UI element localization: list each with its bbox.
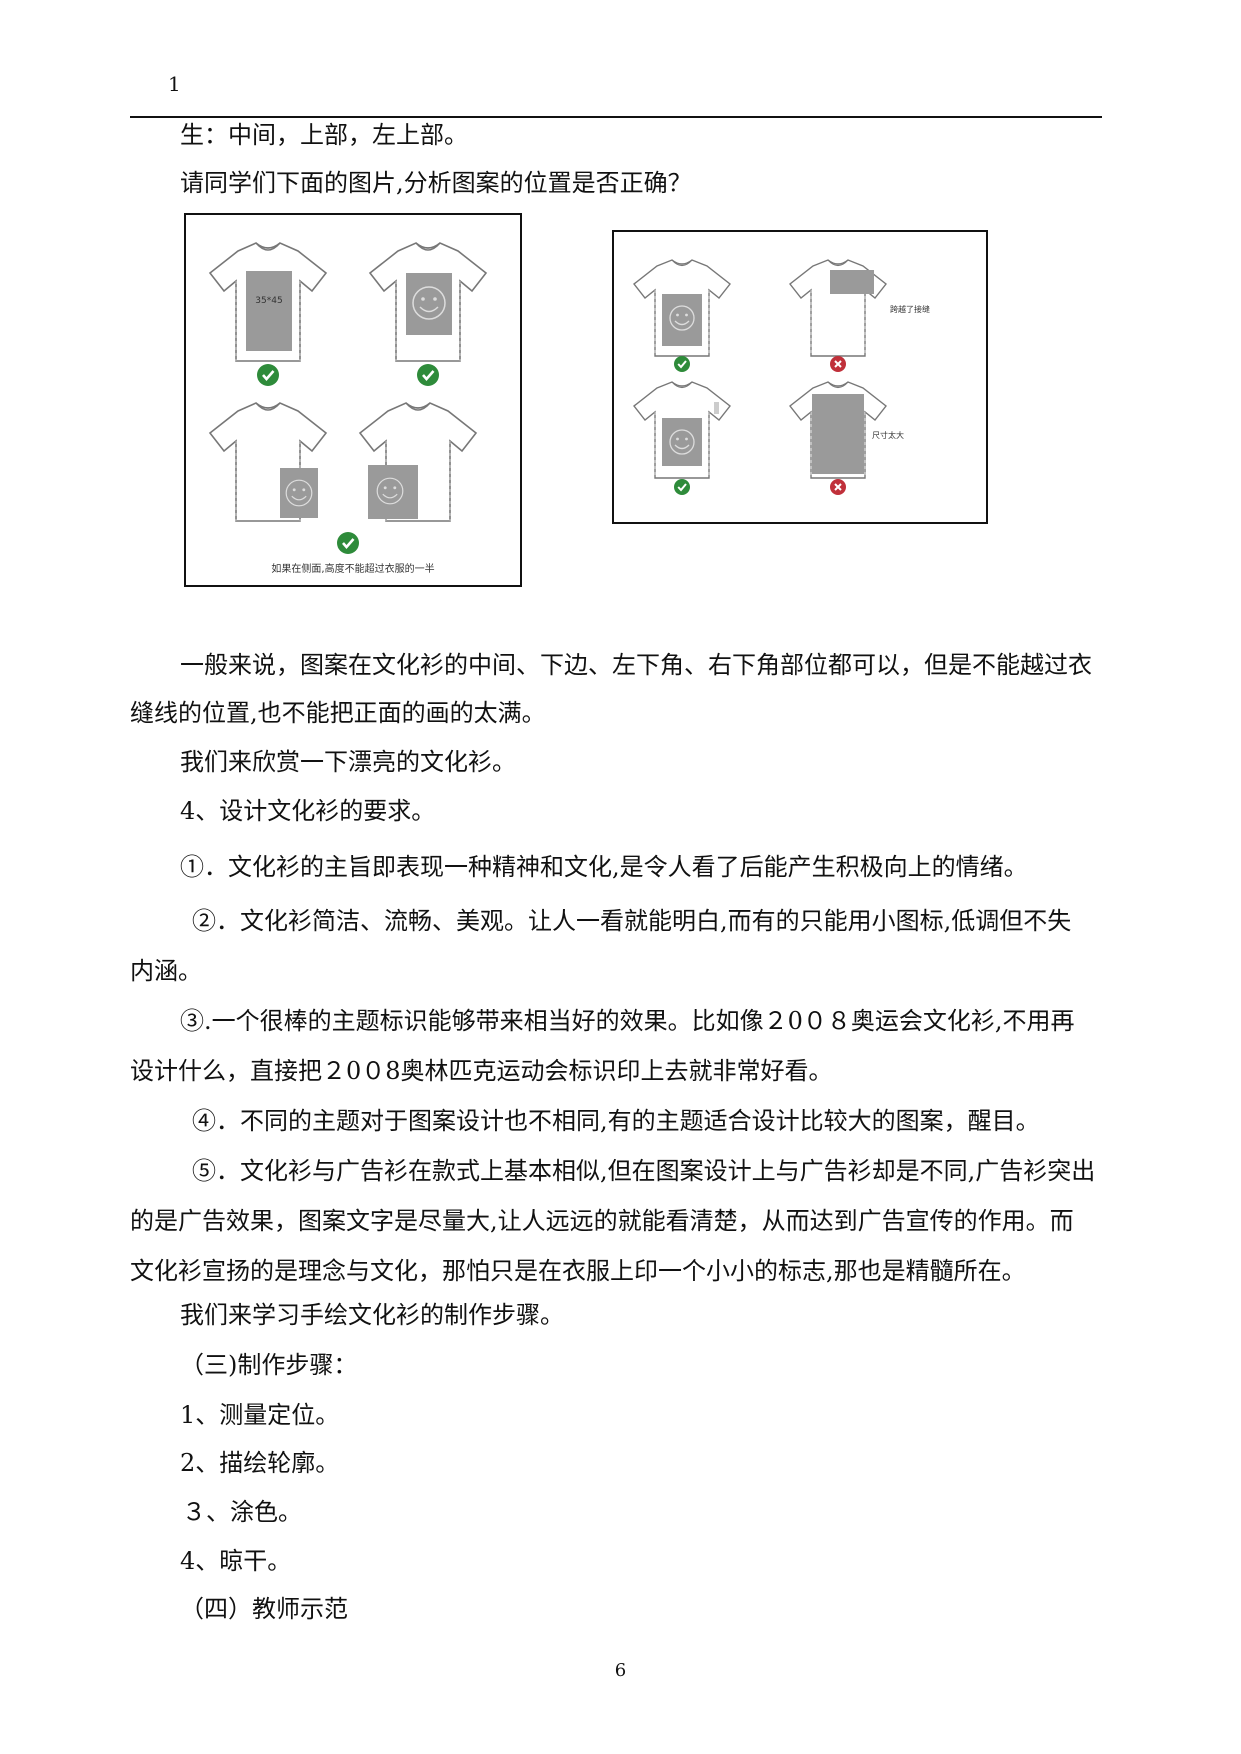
tshirt-correct-print-2 bbox=[633, 381, 731, 479]
cross-icon bbox=[829, 355, 847, 373]
text-line: 的是广告效果，图案文字是尽量大,让人远远的就能看清楚，从而达到广告宣传的作用。而 bbox=[130, 1207, 1074, 1235]
tshirt-center-print: 35*45 bbox=[209, 242, 327, 362]
page-number: 6 bbox=[614, 1660, 627, 1681]
section-heading: （三)制作步骤： bbox=[180, 1351, 358, 1379]
figure-caption: 如果在侧面,高度不能超过衣服的一半 bbox=[271, 562, 434, 575]
list-item: ①．文化衫的主旨即表现一种精神和文化,是令人看了后能产生积极向上的情绪。 bbox=[180, 853, 1028, 881]
text-line: 生：中间，上部，左上部。 bbox=[180, 121, 468, 149]
list-item: ⑤．文化衫与广告衫在款式上基本相似,但在图案设计上与广告衫却是不同,广告衫突出 bbox=[192, 1157, 1096, 1185]
text-line: 缝线的位置,也不能把正面的画的太满。 bbox=[130, 699, 546, 727]
cross-icon bbox=[829, 478, 847, 496]
text-line: 我们来学习手绘文化衫的制作步骤。 bbox=[180, 1301, 564, 1329]
check-icon bbox=[335, 530, 361, 556]
tshirt-too-large bbox=[789, 381, 887, 479]
tshirt-correct-print bbox=[633, 259, 731, 357]
check-icon bbox=[673, 355, 691, 373]
tshirt-lower-right-print bbox=[209, 402, 327, 522]
header-rule bbox=[130, 116, 1102, 118]
check-icon bbox=[673, 478, 691, 496]
tshirt-crosses-seam bbox=[789, 259, 887, 357]
text-line: 文化衫宣扬的是理念与文化，那怕只是在衣服上印一个小小的标志,那也是精髓所在。 bbox=[130, 1257, 1026, 1285]
tshirt-center-smiley bbox=[369, 242, 487, 362]
step-item: ３、涂色。 bbox=[182, 1498, 302, 1526]
label-too-large: 尺寸太大 bbox=[872, 430, 904, 440]
text-line: 设计什么，直接把２0０8奥林匹克运动会标识印上去就非常好看。 bbox=[130, 1057, 833, 1085]
list-item: ③.一个很棒的主题标识能够带来相当好的效果。比如像２0０８奥运会文化衫,不用再 bbox=[180, 1007, 1075, 1035]
tshirt-position-figure-compare: 跨越了接缝 尺寸太大 bbox=[612, 230, 988, 524]
text-line: 一般来说，图案在文化衫的中间、下边、左下角、右下角部位都可以，但是不能越过衣 bbox=[180, 651, 1092, 679]
tshirt-position-figure-correct: 35*45 如果在侧面,高度不能超过衣服的一半 bbox=[184, 213, 522, 587]
print-size-label: 35*45 bbox=[255, 296, 282, 306]
step-item: 1、测量定位。 bbox=[180, 1401, 340, 1429]
text-line: 内涵。 bbox=[130, 957, 202, 985]
step-item: 4、晾干。 bbox=[180, 1547, 292, 1575]
tshirt-lower-left-print bbox=[359, 402, 477, 522]
text-line: 请同学们下面的图片,分析图案的位置是否正确？ bbox=[180, 169, 692, 197]
header-number: 1 bbox=[168, 72, 181, 96]
list-item: ②．文化衫简洁、流畅、美观。让人一看就能明白,而有的只能用小图标,低调但不失 bbox=[192, 907, 1072, 935]
label-crosses-seam: 跨越了接缝 bbox=[890, 304, 930, 314]
section-heading: （四）教师示范 bbox=[180, 1595, 348, 1623]
list-item: ④．不同的主题对于图案设计也不相同,有的主题适合设计比较大的图案，醒目。 bbox=[192, 1107, 1040, 1135]
check-icon bbox=[415, 362, 441, 388]
step-item: 2、描绘轮廓。 bbox=[180, 1449, 340, 1477]
check-icon bbox=[255, 362, 281, 388]
text-line: 4、设计文化衫的要求。 bbox=[180, 797, 436, 825]
text-line: 我们来欣赏一下漂亮的文化衫。 bbox=[180, 748, 516, 776]
